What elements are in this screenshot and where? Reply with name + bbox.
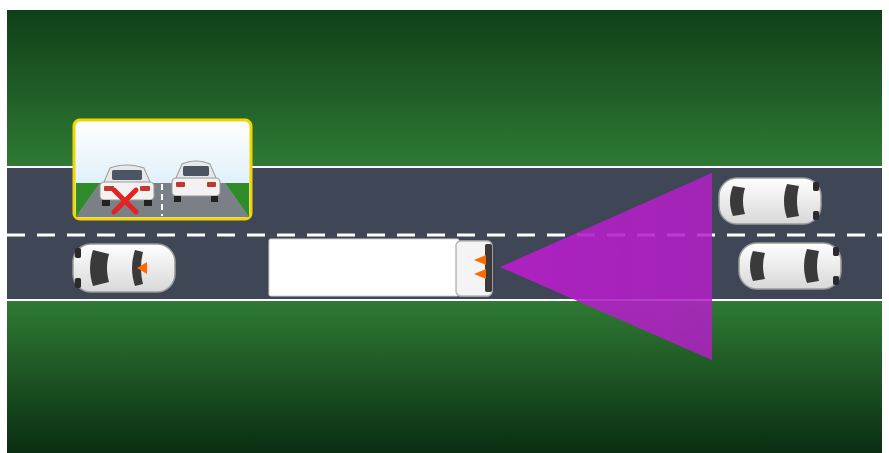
truck-warning-arrow-lower bbox=[474, 269, 486, 279]
grass-bottom bbox=[7, 301, 882, 453]
inset-car-left bbox=[99, 164, 155, 206]
truck-trailer bbox=[268, 238, 460, 297]
truck-cab-window bbox=[485, 244, 492, 292]
driver-view-inset bbox=[72, 118, 253, 221]
blind-spot-zone bbox=[500, 173, 712, 360]
car-oncoming-right-lane bbox=[738, 242, 842, 290]
truck-warning-arrow-upper bbox=[474, 255, 486, 265]
car-rear-left-lane bbox=[72, 243, 176, 293]
truck bbox=[268, 238, 493, 297]
inset-car-right bbox=[171, 160, 221, 202]
car-oncoming-left-lane bbox=[718, 177, 822, 225]
inset-cross-mark bbox=[111, 187, 139, 215]
